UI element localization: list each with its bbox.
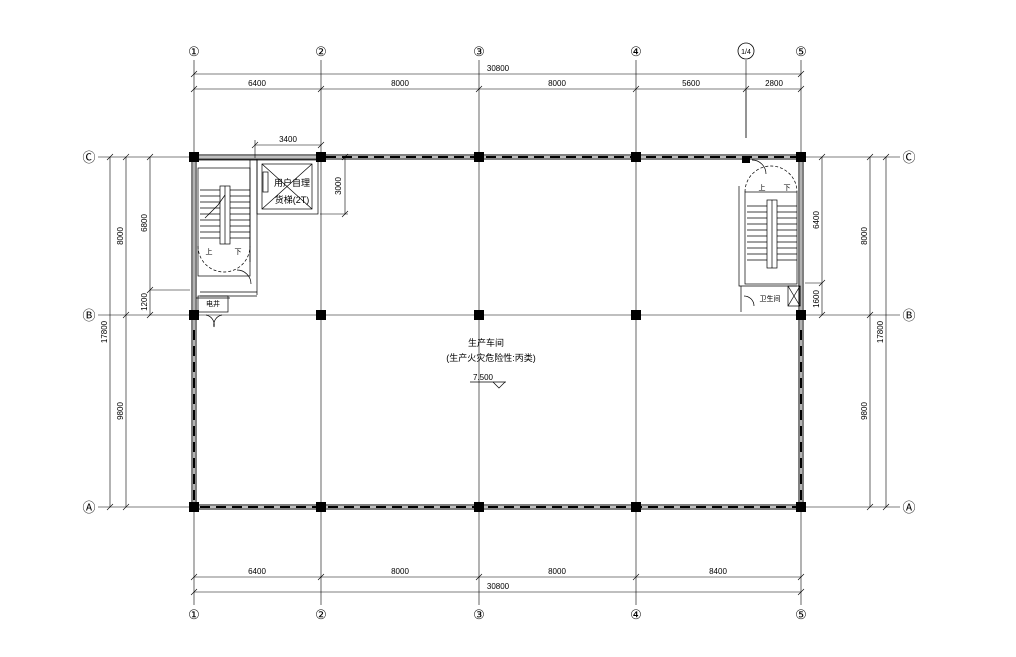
bottom-segment-dimension: 8000 (548, 567, 566, 576)
bottom-segment-dimension: 6400 (248, 567, 266, 576)
row-axis-bubble: Ⓐ (902, 500, 915, 515)
cargo-lift-label-line1: 用户自理 (274, 177, 310, 188)
exterior-walls (191, 154, 804, 510)
column-axis-bubble: 1/4 (737, 42, 755, 60)
toilet-label: 卫生间 (760, 294, 781, 303)
shaft-dimension-lines (251, 140, 349, 218)
top-total-dimension: 30800 (487, 64, 510, 73)
stair-down-label: 下 (235, 248, 242, 256)
cargo-lift-shaft (256, 159, 319, 215)
column-axis-bubble: ③ (473, 607, 485, 622)
column-axis-bubble: ⑤ (795, 44, 807, 59)
column-axis-bubble: ② (315, 607, 327, 622)
svg-text:1/4: 1/4 (741, 49, 751, 56)
right-segment-dimension: 9800 (860, 402, 869, 420)
workshop-name: 生产车间 (468, 337, 504, 348)
cargo-lift-label-line2: 货梯(2T) (275, 194, 310, 205)
top-segment-dimension: 2800 (765, 79, 783, 88)
row-axis-bubble: Ⓑ (82, 308, 95, 323)
right-stair (738, 159, 801, 312)
column-axis-bubble: ③ (473, 44, 485, 59)
left-inner-dimension: 1200 (140, 293, 149, 311)
row-axis-bubble: Ⓑ (902, 308, 915, 323)
right-dimension-lines (805, 153, 890, 511)
left-total-dimension: 17800 (100, 320, 109, 343)
bottom-segment-dimension: 8400 (709, 567, 727, 576)
top-segment-dimension: 6400 (248, 79, 266, 88)
floor-elevation: 7.500 (473, 373, 494, 382)
column-axis-bubble: ④ (630, 44, 642, 59)
bottom-total-dimension: 30800 (487, 582, 510, 591)
svg-text:④: ④ (630, 44, 642, 59)
top-segment-dimension: 5600 (682, 79, 700, 88)
bottom-segment-dimension: 8000 (391, 567, 409, 576)
structural-columns (189, 152, 806, 512)
stair-up-label: 上 (759, 183, 766, 192)
svg-text:⑤: ⑤ (795, 44, 807, 59)
column-axis-bubble: ② (315, 44, 327, 59)
shaft-height-dimension: 3000 (334, 177, 343, 195)
column-axis-bubble: ⑤ (795, 607, 807, 622)
svg-text:①: ① (188, 44, 200, 59)
right-total-dimension: 17800 (876, 320, 885, 343)
column-axis-bubble: ① (188, 44, 200, 59)
right-inner-dimension: 1600 (812, 290, 821, 308)
row-axis-bubble: Ⓐ (82, 500, 95, 515)
right-segment-dimension: 8000 (860, 227, 869, 245)
row-axis-bubble: Ⓒ (902, 150, 915, 165)
column-axis-bubble: ④ (630, 607, 642, 622)
row-axis-bubble: Ⓒ (82, 150, 95, 165)
axis-grid-lines (98, 60, 900, 605)
elevation-marker (470, 381, 506, 389)
top-segment-dimension: 8000 (391, 79, 409, 88)
left-segment-dimension: 9800 (116, 402, 125, 420)
right-inner-dimension: 6400 (812, 211, 821, 229)
left-segment-dimension: 8000 (116, 227, 125, 245)
workshop-fire-class: (生产火灾危险性:丙类) (446, 352, 536, 363)
svg-text:②: ② (315, 44, 327, 59)
electric-room-label: 电井 (206, 299, 220, 308)
left-inner-dimension: 6800 (140, 214, 149, 232)
top-dimension-lines (190, 70, 805, 93)
stair-down-label: 下 (784, 184, 791, 192)
bottom-dimension-lines (190, 573, 805, 596)
stair-up-label: 上 (206, 247, 213, 256)
top-segment-dimension: 8000 (548, 79, 566, 88)
column-axis-bubble: ① (188, 607, 200, 622)
left-dimension-lines (106, 153, 190, 511)
shaft-width-dimension: 3400 (279, 135, 297, 144)
svg-text:③: ③ (473, 44, 485, 59)
